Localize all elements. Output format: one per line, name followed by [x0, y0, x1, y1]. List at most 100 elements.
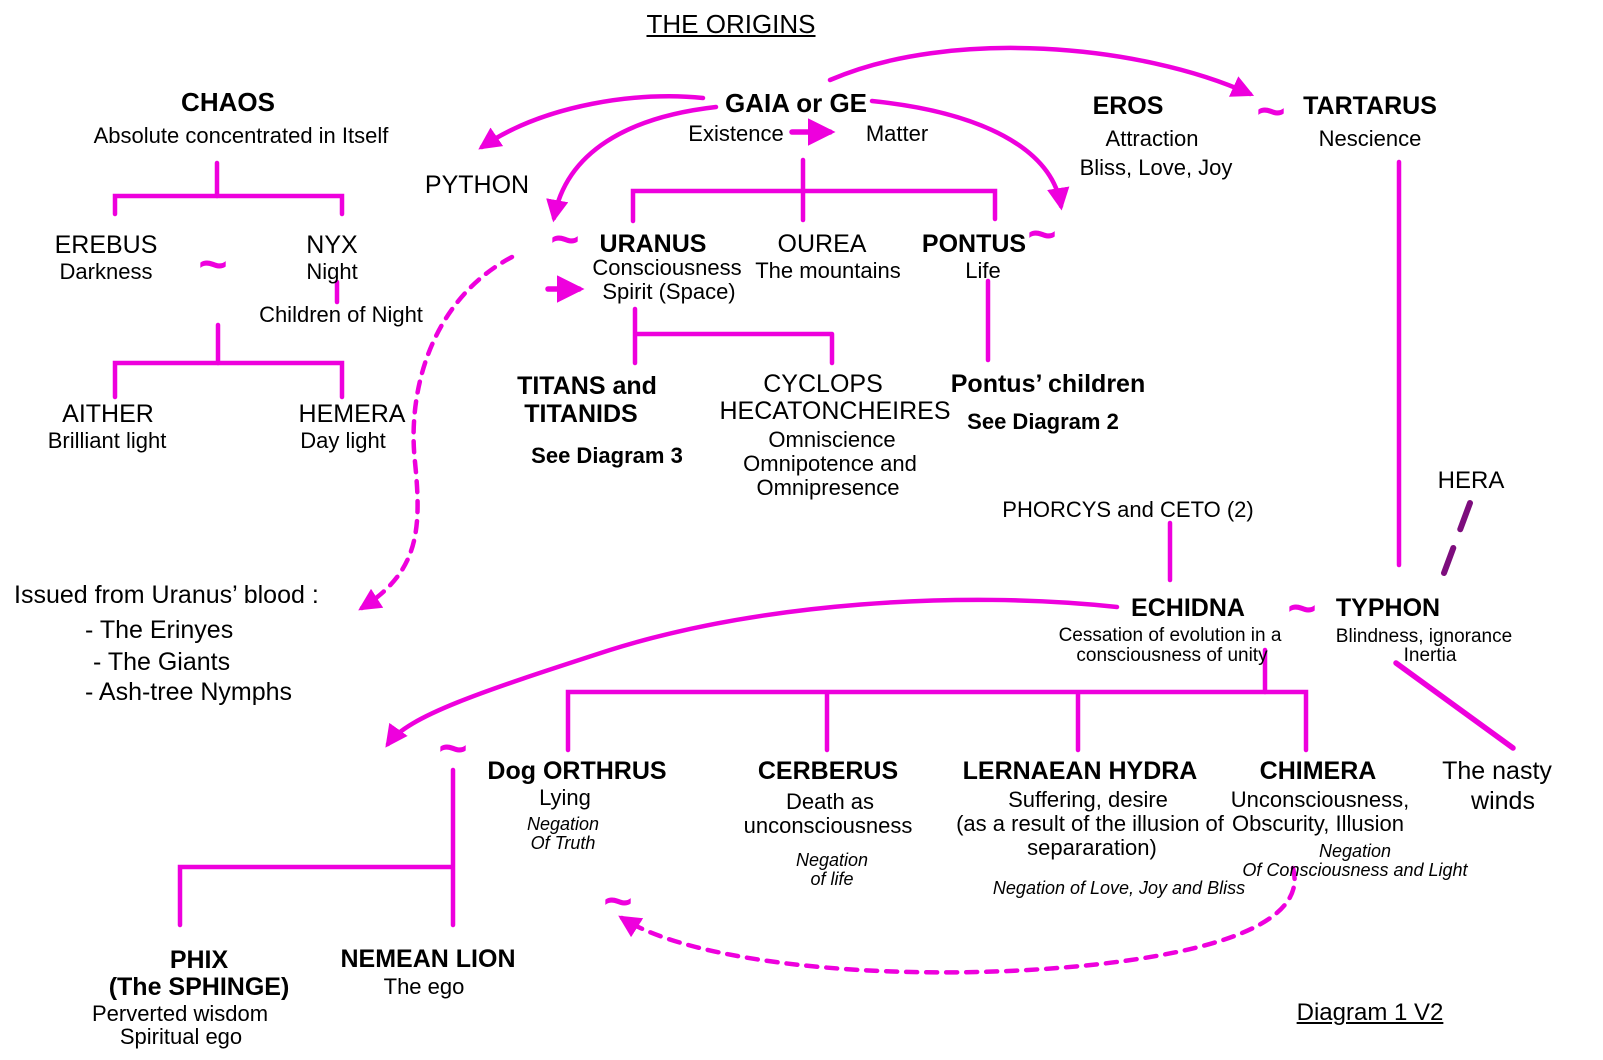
node-phix-desc1: Perverted wisdom [91, 1001, 269, 1026]
node-gaia-matter: Matter [865, 121, 929, 146]
uranus-blood-item-erinyes: - The Erinyes [85, 616, 234, 644]
children-of-night-label: Children of Night [259, 302, 423, 327]
node-cyclops-desc2: Omnipotence and [743, 451, 917, 476]
node-orthrus-desc: Lying [539, 785, 591, 810]
echidna-orthrus-curve-arrow [385, 597, 1120, 748]
hera-typhon-dashed-line [1441, 500, 1473, 576]
node-ourea: OUREA [777, 230, 867, 258]
nasty-winds-line1: The nasty [1442, 757, 1552, 785]
titans-see-diagram-3: See Diagram 3 [531, 443, 683, 468]
node-orthrus: Dog ORTHRUS [487, 757, 667, 785]
node-orthrus-neg2: Of Truth [530, 833, 596, 853]
node-cerberus: CERBERUS [757, 757, 899, 785]
node-cerberus-desc1: Death as [785, 789, 875, 814]
node-cyclops-desc1: Omniscience [768, 427, 896, 452]
node-pontus-children: Pontus’ children [950, 370, 1146, 398]
node-typhon-desc1: Blindness, ignorance [1335, 626, 1513, 647]
uranus-children-bar [632, 306, 835, 366]
node-gaia-existence: Existence [688, 121, 784, 146]
node-eros: EROS [1092, 92, 1164, 120]
tilde-tartarus: ~ [1256, 83, 1286, 139]
node-chimera-neg2: Of Consciousness and Light [1242, 860, 1468, 880]
node-orthrus-neg1: Negation [526, 814, 600, 834]
tilde-orthrus-phix: ~ [438, 720, 468, 776]
node-cyclops-line2: HECATONCHEIRES [719, 397, 951, 425]
node-chimera: CHIMERA [1259, 757, 1377, 785]
node-titans-line2: TITANIDS [524, 400, 638, 428]
tilde-uranus: ~ [550, 211, 580, 267]
node-hydra-desc3: separaration) [1027, 835, 1157, 860]
node-echidna-desc2: consciousness of unity [1076, 645, 1268, 666]
tilde-echidna-typhon: ~ [1287, 580, 1317, 636]
node-python: PYTHON [424, 171, 530, 199]
aither-hemera-bar [112, 360, 345, 400]
page-title: THE ORIGINS [646, 9, 816, 39]
echidna-children-bar [565, 689, 1309, 753]
gaia-pontus-arrow [869, 98, 1070, 211]
node-tartarus: TARTARUS [1303, 92, 1437, 120]
nasty-winds-line2: winds [1471, 787, 1535, 815]
gaia-tartarus-arrow [827, 45, 1255, 97]
node-nyx: NYX [306, 231, 358, 259]
node-cerberus-desc2: unconsciousness [743, 813, 913, 838]
node-erebus: EREBUS [54, 231, 158, 259]
node-chaos-desc: Absolute concentrated in Itself [93, 123, 389, 148]
tilde-pontus: ~ [1027, 206, 1057, 262]
node-nemean-lion: NEMEAN LION [340, 945, 516, 973]
uranus-blood-item-giants: - The Giants [93, 648, 231, 676]
node-cerberus-neg2: of life [810, 869, 854, 889]
node-chaos: CHAOS [181, 87, 275, 117]
node-nyx-desc: Night [306, 259, 358, 284]
node-ourea-desc: The mountains [755, 258, 901, 283]
phix-nemean-bar [177, 767, 456, 928]
chaos-children-bar [112, 193, 345, 217]
tilde-phix-bottom: ~ [603, 873, 633, 929]
node-hydra-neg: Negation of Love, Joy and Bliss [992, 878, 1246, 898]
node-phix-line2: (The SPHINGE) [108, 973, 290, 1001]
node-typhon: TYPHON [1335, 594, 1441, 622]
node-echidna-desc1: Cessation of evolution in a [1058, 625, 1282, 646]
node-hydra-desc1: Suffering, desire [1008, 787, 1168, 812]
node-aither-desc: Brilliant light [47, 428, 167, 453]
node-hemera: HEMERA [298, 400, 406, 428]
node-cyclops-line1: CYCLOPS [763, 370, 883, 398]
chimera-phix-dashed-arrow [618, 865, 1297, 975]
node-cyclops-desc3: Omnipresence [756, 475, 900, 500]
gaia-uranus-arrow [546, 104, 719, 223]
node-cerberus-neg1: Negation [795, 850, 869, 870]
typhon-winds-line [1393, 660, 1516, 751]
gaia-python-arrow [478, 93, 706, 150]
node-typhon-desc2: Inertia [1403, 645, 1457, 666]
node-tartarus-desc: Nescience [1318, 126, 1422, 151]
node-phorcys-ceto: PHORCYS and CETO (2) [1002, 497, 1254, 522]
node-nemean-desc: The ego [383, 974, 465, 999]
diagram-version-label: Diagram 1 V2 [1296, 999, 1444, 1026]
node-hydra-desc2: (as a result of the illusion of [956, 811, 1224, 836]
node-eros-desc1: Attraction [1105, 126, 1199, 151]
node-phix-desc2: Spiritual ego [119, 1024, 243, 1049]
node-gaia: GAIA or GE [724, 88, 868, 118]
node-hera: HERA [1437, 467, 1505, 494]
node-pontus-desc: Life [965, 258, 1001, 283]
node-chimera-desc2: Obscurity, Illusion [1232, 811, 1404, 836]
gaia-children-bar [630, 188, 998, 224]
tilde-erebus-nyx: ~ [198, 236, 228, 292]
node-phix-line1: PHIX [169, 946, 229, 974]
node-chimera-desc1: Unconsciousness, [1230, 787, 1410, 812]
node-aither: AITHER [62, 400, 154, 428]
node-uranus: URANUS [599, 230, 707, 258]
uranus-blood-title: Issued from Uranus’ blood : [14, 581, 319, 609]
uranus-blood-dashed-arrow [358, 254, 515, 611]
node-echidna: ECHIDNA [1131, 594, 1245, 622]
node-hydra: LERNAEAN HYDRA [962, 757, 1198, 785]
uranus-blood-item-nymphs: - Ash-tree Nymphs [85, 678, 293, 706]
node-uranus-desc1: Consciousness [592, 255, 742, 280]
pontus-see-diagram-2: See Diagram 2 [967, 409, 1119, 434]
node-eros-desc2: Bliss, Love, Joy [1079, 155, 1233, 180]
node-hemera-desc: Day light [300, 428, 386, 453]
node-erebus-desc: Darkness [59, 259, 153, 284]
node-uranus-desc2: Spirit (Space) [602, 279, 736, 304]
node-titans-line1: TITANS and [517, 372, 657, 400]
